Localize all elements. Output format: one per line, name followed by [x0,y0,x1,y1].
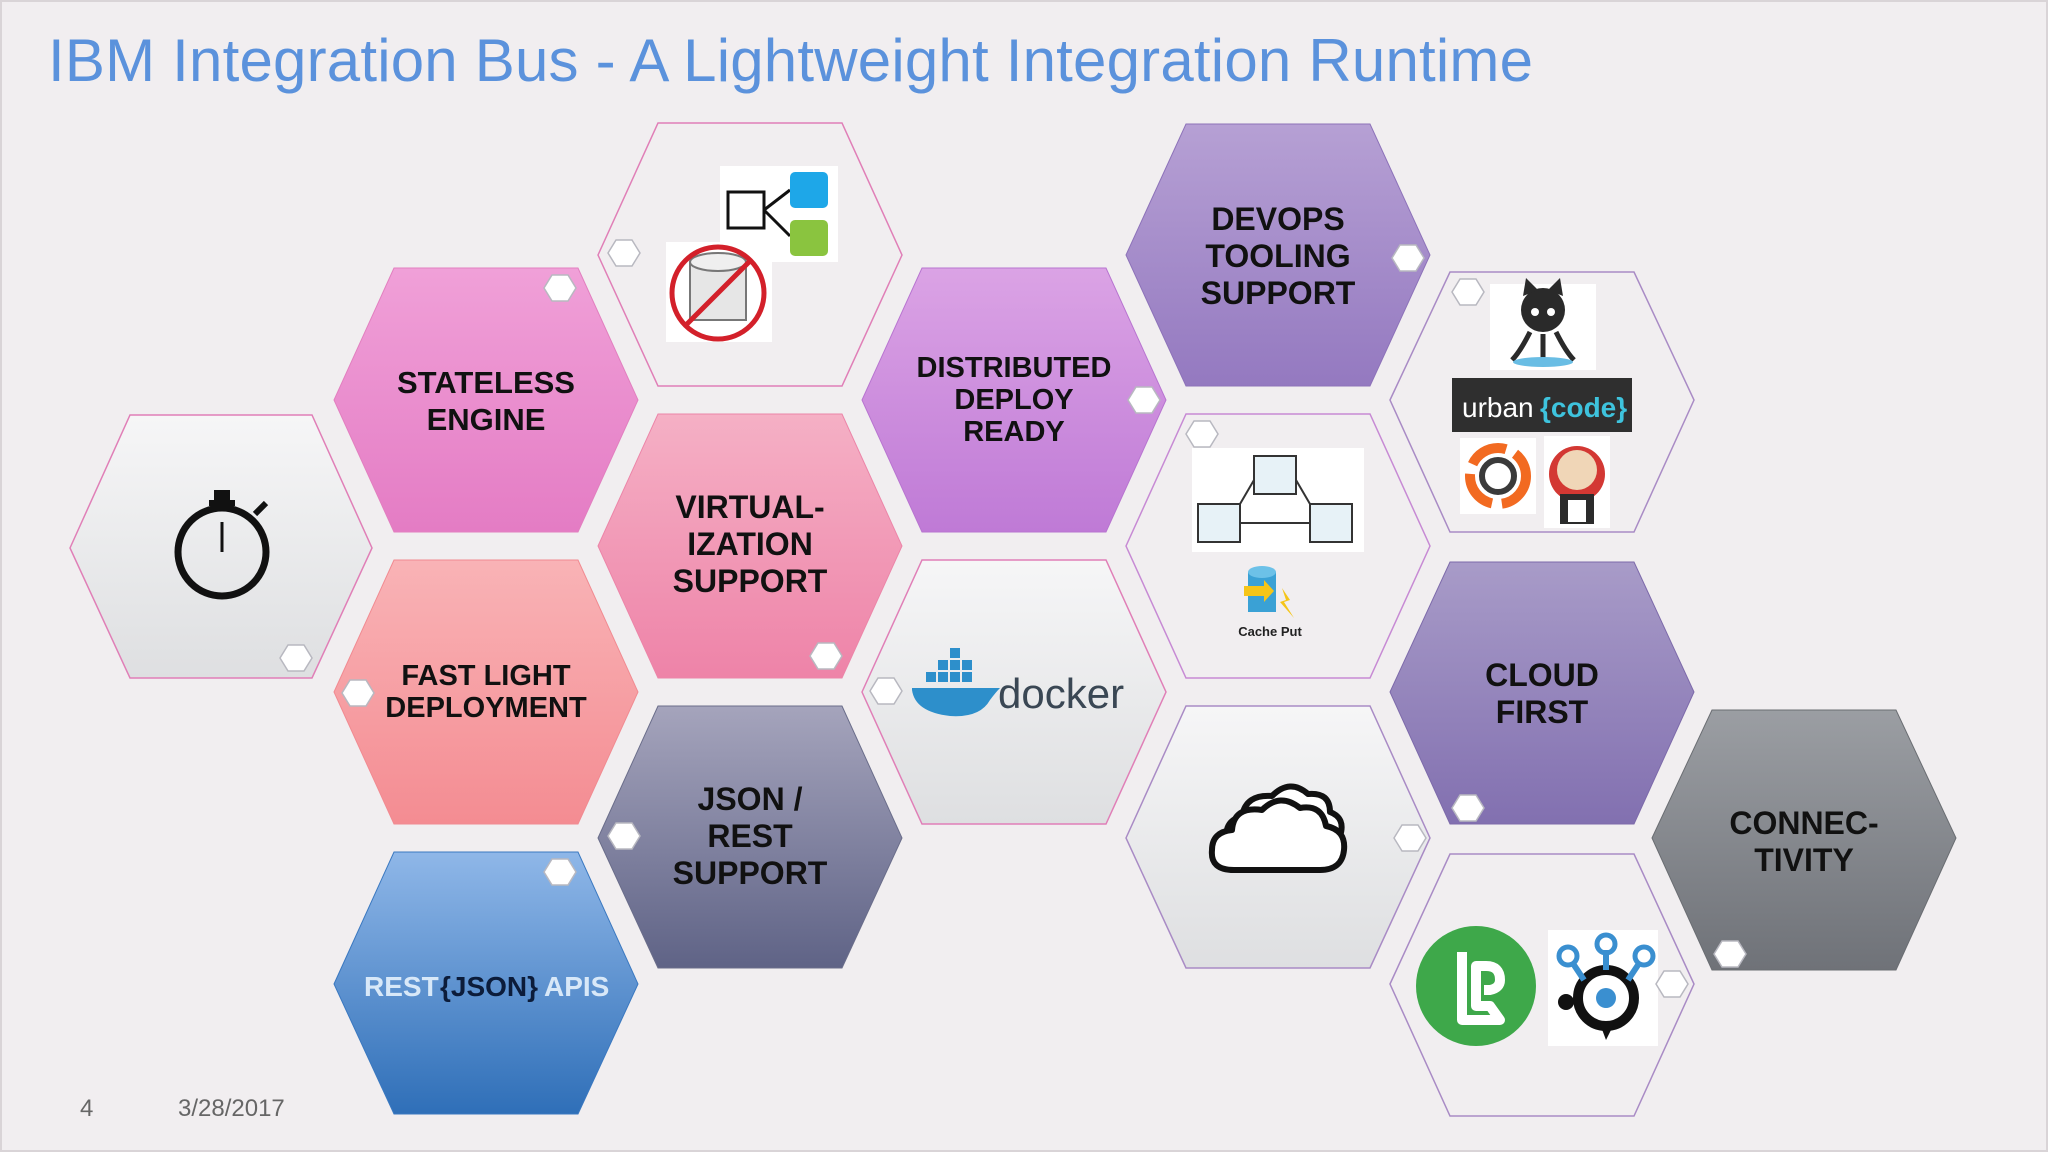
stateless-label-1: STATELESS [397,365,575,400]
hex-devops-tooling-support: DEVOPS TOOLING SUPPORT [1125,123,1431,387]
devops-label-3: SUPPORT [1201,275,1356,311]
slide-date: 3/28/2017 [178,1095,285,1122]
hex-connector-icon [1713,940,1747,968]
cloud-first-label-2: FIRST [1496,694,1589,730]
flow-icon [720,166,838,262]
hex-cloud [1125,705,1431,969]
fast-label-2: DEPLOYMENT [385,692,587,724]
slide-title: IBM Integration Bus - A Lightweight Inte… [48,27,1534,94]
hex-connector-icon [341,679,375,707]
hex-stateless-diagram [597,122,903,387]
code-label: {code} [1540,392,1627,423]
cache-icon: Cache Put [1192,448,1364,639]
hex-docker: docker [861,559,1167,825]
hex-connector-icon [1185,420,1219,448]
urbancode-icon: urban {code} [1452,378,1632,432]
cloud-icon [1208,783,1348,873]
rest-prefix: REST [364,971,439,1002]
hex-cache-diagram: Cache Put [1125,413,1431,679]
hex-connector-icon [1393,824,1427,852]
hex-connectivity: CONNEC- TIVITY [1651,709,1957,971]
stopwatch-icon [174,490,270,600]
virtual-label-3: SUPPORT [673,563,828,599]
hex-connector-icon [1391,244,1425,272]
hex-devops-tools: urban {code} [1389,271,1695,533]
hex-stateless-engine: STATELESS ENGINE [333,267,639,533]
hex-connector-icon [1451,794,1485,822]
distributed-label-3: READY [963,416,1065,448]
rest-apis: APIS [544,971,609,1002]
distributed-label-1: DISTRIBUTED [917,352,1112,384]
docker-label: docker [998,670,1124,717]
virtual-label-1: VIRTUAL- [675,489,824,525]
hex-connector-icon [543,858,577,886]
hex-connector-icon [279,644,313,672]
hex-distributed-deploy-ready: DISTRIBUTED DEPLOY READY [861,267,1167,533]
devops-label-2: TOOLING [1205,238,1350,274]
fast-label-1: FAST LIGHT [401,660,570,692]
cloud-first-label-1: CLOUD [1485,657,1599,693]
hex-rest-json-apis: REST {JSON} APIS [333,851,639,1115]
virtual-label-2: IZATION [687,526,813,562]
hex-connector-icon [1127,386,1161,414]
hex-virtualization-support: VIRTUAL- IZATION SUPPORT [597,413,903,679]
cache-put-label: Cache Put [1238,624,1302,639]
connectivity-label-2: TIVITY [1754,842,1854,878]
hex-cloud-services [1389,853,1695,1117]
devops-label-1: DEVOPS [1211,201,1344,237]
distributed-label-2: DEPLOY [954,384,1073,416]
connectivity-label-1: CONNEC- [1729,805,1878,841]
json-label-3: SUPPORT [673,855,828,891]
rest-json-icon: REST {JSON} APIS [364,971,609,1002]
bluemix-icon [1416,926,1536,1046]
jenkins-icon [1544,436,1610,528]
hex-cloud-first: CLOUD FIRST [1389,561,1695,825]
hex-connector-icon [543,274,577,302]
hex-connector-icon [607,822,641,850]
hex-connector-icon [1655,970,1689,998]
hex-connector-icon [869,677,903,705]
no-database-icon [666,242,772,342]
hex-connector-icon [1451,278,1485,306]
hex-connector-icon [809,642,843,670]
slide-page-number: 4 [80,1095,94,1122]
hex-connector-icon [607,239,641,267]
stateless-label-2: ENGINE [427,402,546,437]
hex-fast-light-deployment: FAST LIGHT DEPLOYMENT [333,559,639,825]
json-label-1: JSON / [698,781,803,817]
hex-stopwatch [69,414,373,679]
rest-json: {JSON} [440,971,538,1002]
json-label-2: REST [707,818,793,854]
github-icon [1490,278,1596,370]
hex-json-rest-support: JSON / REST SUPPORT [597,705,903,969]
api-connect-icon [1548,930,1658,1046]
docker-icon: docker [912,648,1124,717]
urban-label: urban [1462,392,1534,423]
ci-tool-icon [1460,438,1536,514]
